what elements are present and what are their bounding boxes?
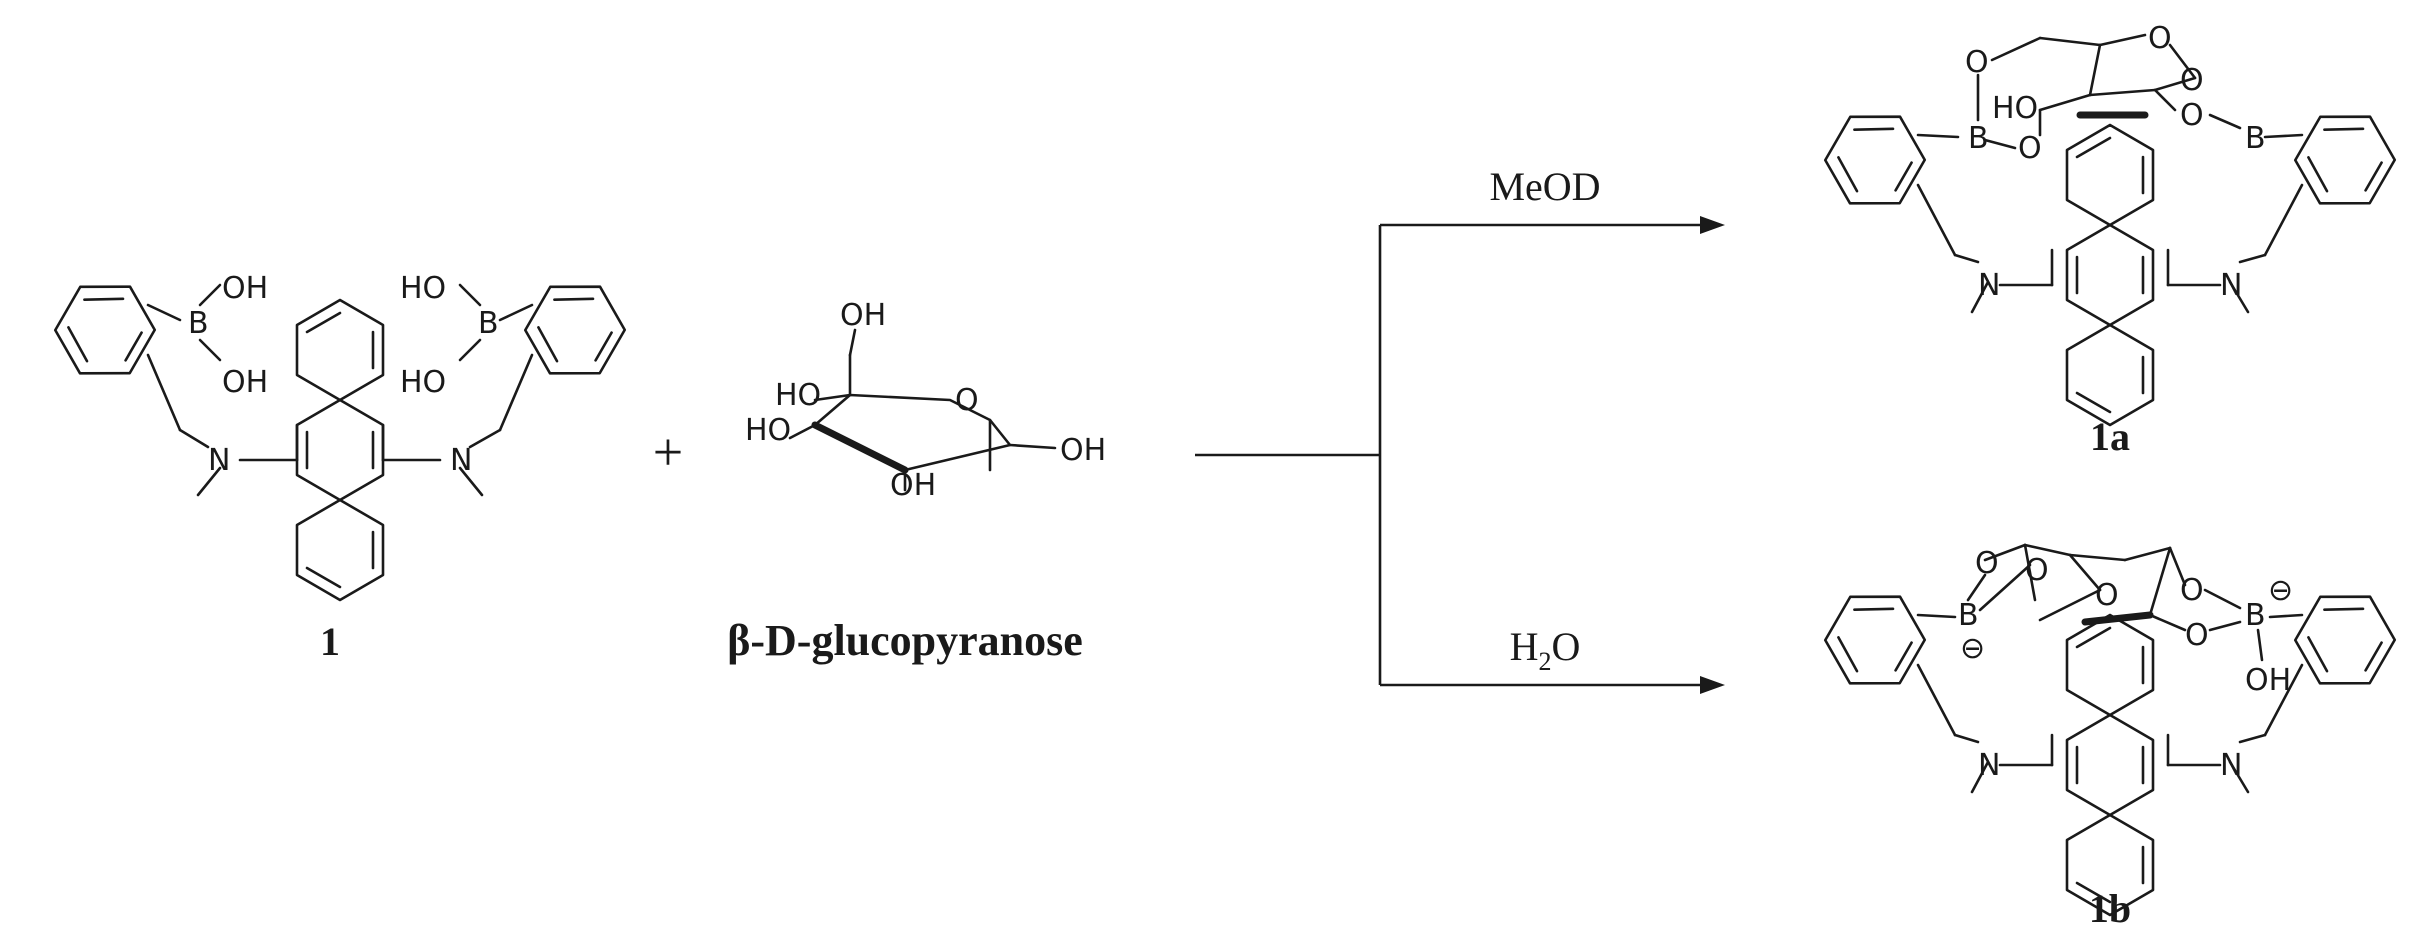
oxygen-label: O [2180,573,2204,608]
hydroxyl-label: HO [400,271,446,306]
oxygen-label: O [2018,131,2042,166]
hydroxyl-label: OH [222,365,268,400]
hydroxyl-label: HO [775,378,821,413]
compound-1-label: 1 [320,619,340,664]
hydroxyl-label: HO [1992,91,2038,126]
hydroxyl-label: OH [1060,433,1106,468]
oxygen-label: O [2095,578,2119,613]
boron-label: B [2245,598,2266,633]
condition-water: H2O [1510,624,1581,676]
boron-label: B [478,306,499,341]
hydroxyl-label: OH [890,468,936,503]
boron-label: B [188,306,209,341]
glucopyranose-structure: O OH HO HO OH OH [745,298,1106,503]
plus-sign: + [653,422,683,482]
product-1a-structure: B B O O O O O HO N N [1811,21,2409,427]
nitrogen-label: N [1978,748,2000,783]
reaction-arrows [1195,216,1725,694]
ring-oxygen-label: O [955,383,979,418]
product-1b-structure: B B ⊖ ⊖ O O O O O OH N N [1811,543,2409,917]
hydroxyl-label: OH [840,298,886,333]
nitrogen-label: N [2220,748,2242,783]
oxygen-label: O [2180,63,2204,98]
compound-1-structure: B OH OH N B HO HO N [41,263,639,602]
oxygen-label: O [2180,98,2204,133]
negative-charge: ⊖ [2268,573,2293,608]
nitrogen-label: N [208,443,230,478]
nitrogen-label: N [2220,268,2242,303]
nitrogen-label: N [450,443,472,478]
oxygen-label: O [1965,45,1989,80]
boron-label: B [2245,121,2266,156]
hydroxyl-label: HO [745,413,791,448]
oxygen-label: O [2148,21,2172,56]
product-1a-label: 1a [2090,414,2130,459]
hydroxyl-label: OH [222,271,268,306]
glucopyranose-label: β-D-glucopyranose [727,616,1083,665]
negative-charge: ⊖ [1960,631,1985,666]
condition-meod: MeOD [1489,164,1600,209]
oxygen-label: O [2025,553,2049,588]
boron-label: B [1958,598,1979,633]
oxygen-label: O [1975,546,1999,581]
nitrogen-label: N [1978,268,2000,303]
hydroxyl-label: OH [2245,663,2291,698]
hydroxyl-label: HO [400,365,446,400]
boron-label: B [1968,121,1989,156]
product-1b-label: 1b [2089,886,2131,931]
oxygen-label: O [2185,618,2209,653]
